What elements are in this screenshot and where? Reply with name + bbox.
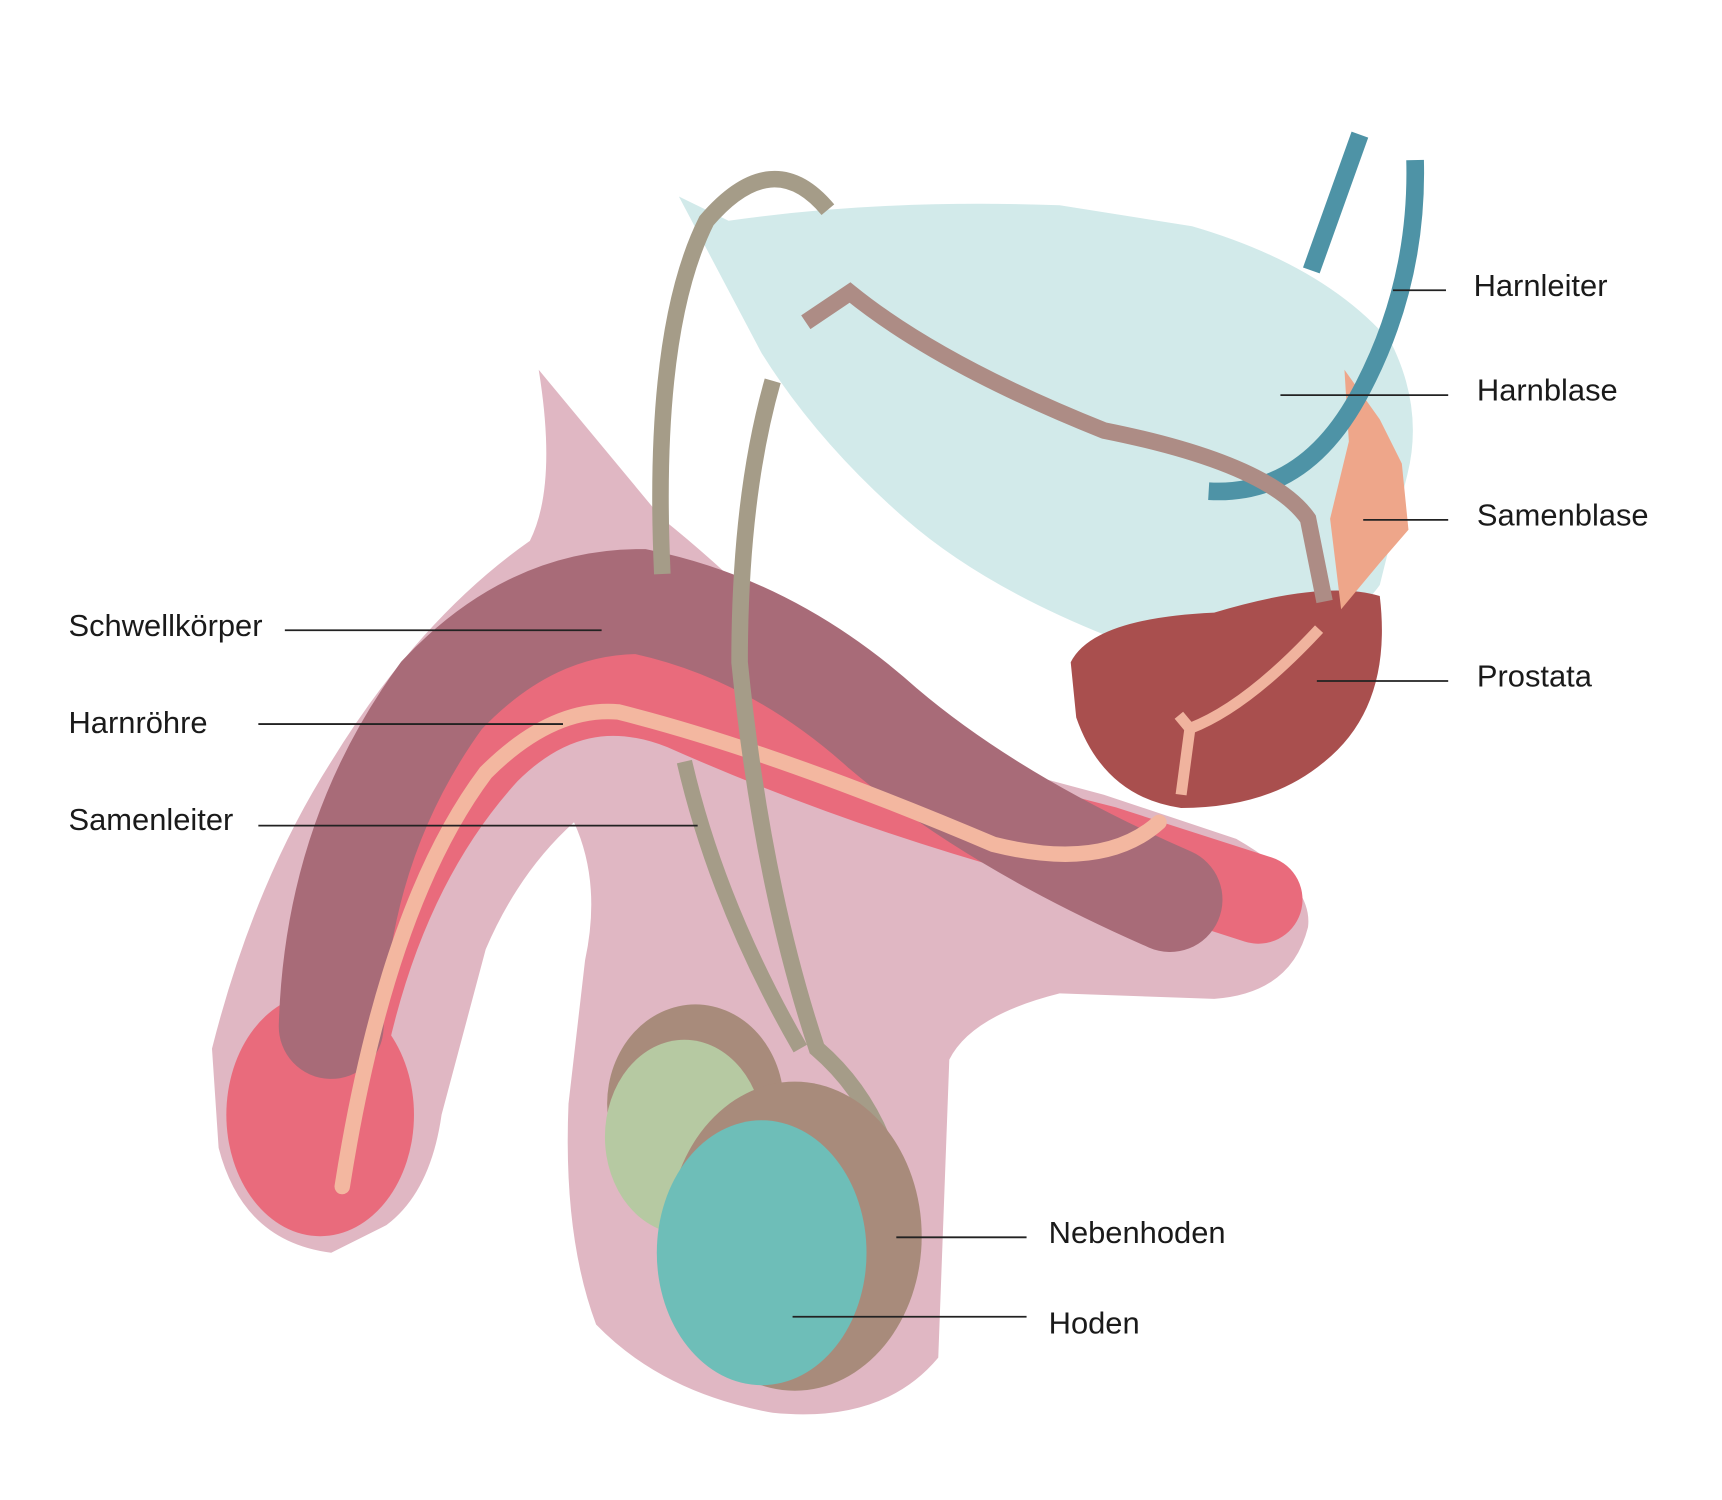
bladder-shape [678, 196, 1413, 653]
corpus-shape [278, 549, 1223, 1079]
vas-deferens-inner [676, 759, 807, 1053]
label-schwellkoerper: Schwellkörper [69, 608, 263, 643]
label-prostata: Prostata [1477, 659, 1593, 694]
label-samenblase: Samenblase [1477, 497, 1649, 532]
vas-deferens-loop [652, 170, 835, 575]
label-harnleiter: Harnleiter [1474, 268, 1608, 303]
seminal-vesicle-shape [1330, 369, 1409, 610]
prostate-vein [1174, 625, 1324, 796]
urethra-shape [334, 703, 1167, 1195]
vas-deferens-bladder [801, 282, 1333, 604]
label-hoden: Hoden [1049, 1305, 1140, 1340]
label-nebenhoden: Nebenhoden [1049, 1215, 1226, 1250]
label-harnroehre: Harnröhre [69, 705, 208, 740]
testis-shape [656, 1120, 867, 1386]
label-samenleiter: Samenleiter [69, 802, 234, 837]
ureter-left [1303, 131, 1369, 274]
label-harnblase: Harnblase [1477, 373, 1618, 408]
